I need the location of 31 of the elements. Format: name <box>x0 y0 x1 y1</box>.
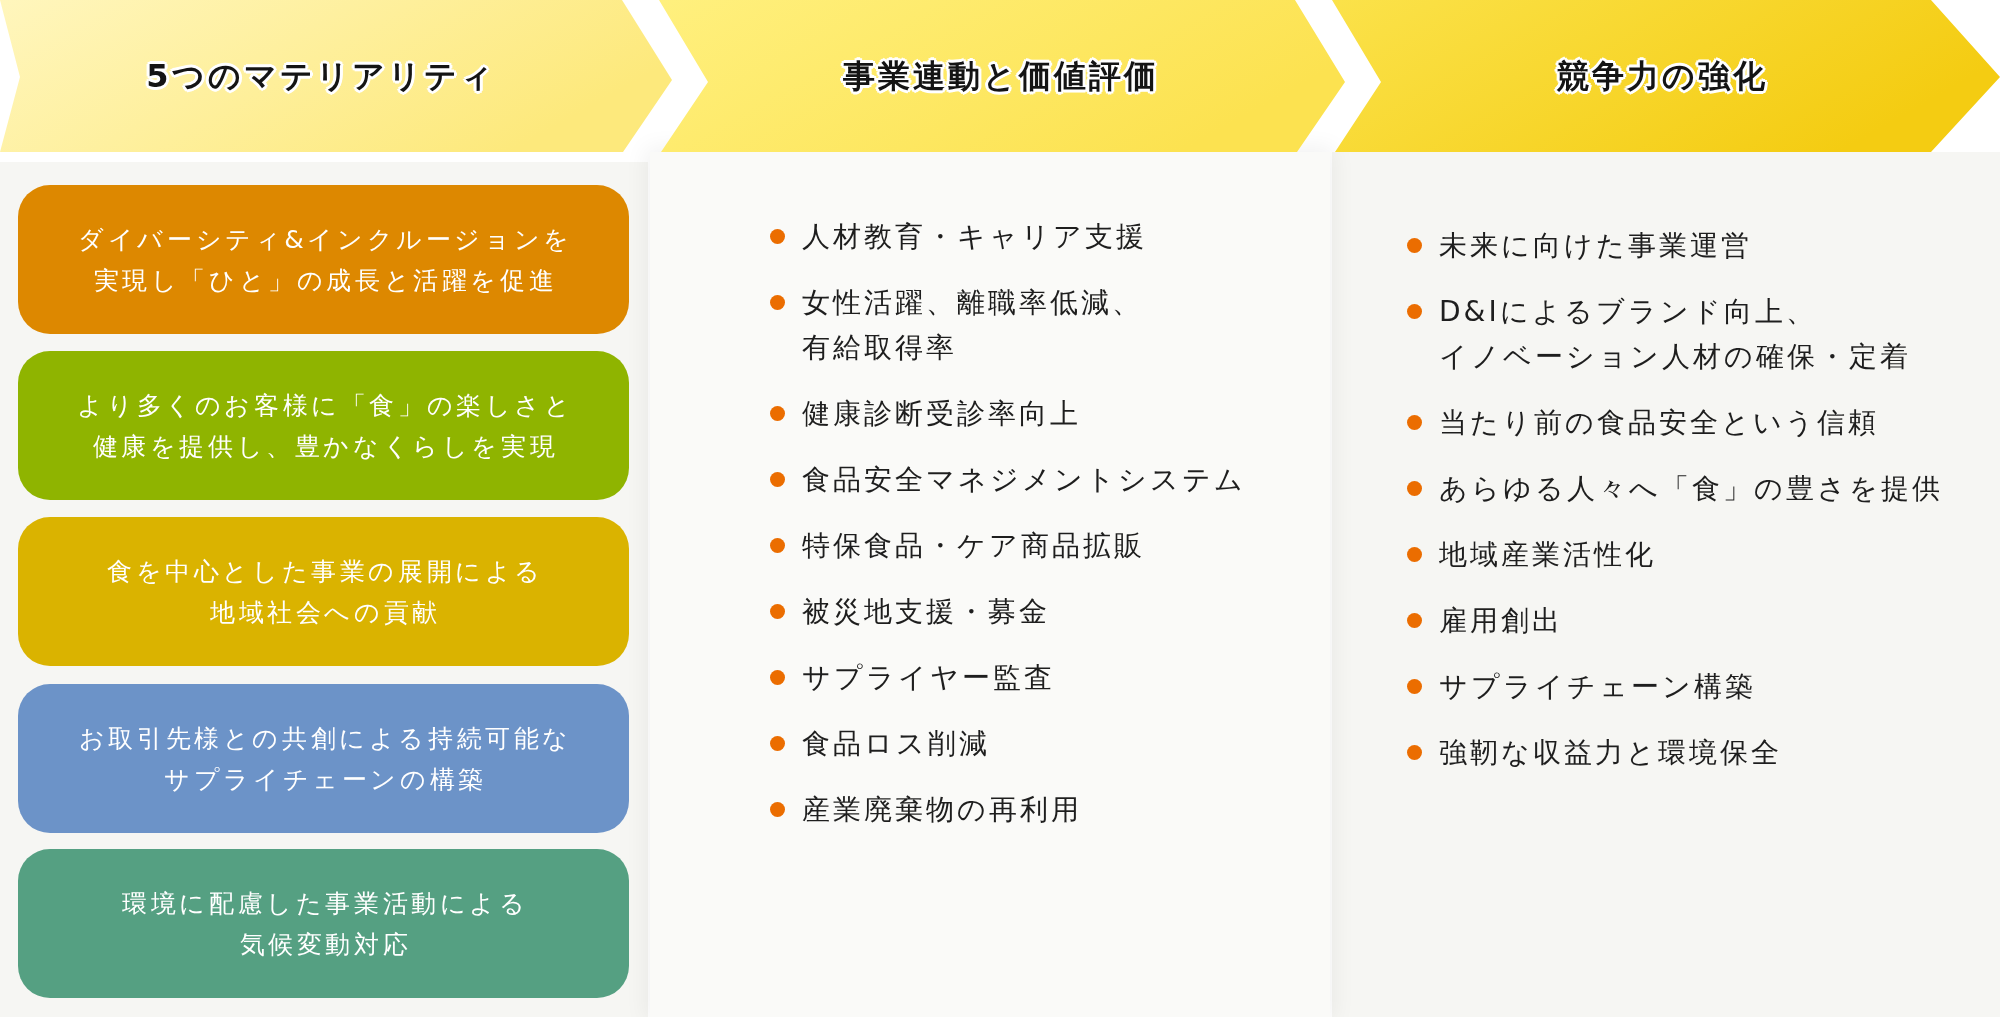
list-item: サプライヤー監査 <box>802 659 1055 696</box>
banner-title: 5つのマテリアリティ <box>146 56 496 96</box>
list-item: 産業廃棄物の再利用 <box>802 791 1082 828</box>
chevron-banner <box>659 0 1345 152</box>
list-item: 地域産業活性化 <box>1439 536 1656 573</box>
list-item: 女性活躍、離職率低減、有給取得率 <box>802 284 1143 366</box>
list-item: 当たり前の食品安全という信頼 <box>1439 404 1879 441</box>
list-item: 健康診断受診率向上 <box>802 395 1081 432</box>
materiality-box: より多くのお客様に「食」の楽しさと健康を提供し、豊かなくらしを実現 <box>18 351 629 500</box>
materiality-box: 食を中心とした事業の展開による地域社会への貢献 <box>18 517 629 666</box>
materiality-box: 環境に配慮した事業活動による気候変動対応 <box>18 849 629 998</box>
list-item: あらゆる人々へ「食」の豊さを提供 <box>1439 470 1943 507</box>
list-item: 特保食品・ケア商品拡販 <box>802 527 1145 564</box>
materiality-box: お取引先様との共創による持続可能なサプライチェーンの構築 <box>18 684 629 833</box>
list-item: 強靭な収益力と環境保全 <box>1439 734 1782 771</box>
list-item: 雇用創出 <box>1439 602 1563 639</box>
materiality-box: ダイバーシティ&インクルージョンを実現し「ひと」の成長と活躍を促進 <box>18 185 629 334</box>
list-item: 人材教育・キャリア支援 <box>802 218 1147 255</box>
banner-title: 事業連動と価値評価 <box>843 56 1159 96</box>
column-panel <box>1332 152 2000 1017</box>
chevron-banner <box>0 0 672 152</box>
list-item: 食品安全マネジメントシステム <box>802 461 1246 498</box>
column-panel <box>650 152 1330 1017</box>
list-item: 未来に向けた事業運営 <box>1439 227 1752 264</box>
chevron-banner <box>1332 0 2000 152</box>
list-item: D&Iによるブランド向上、イノベーション人材の確保・定着 <box>1439 293 1911 375</box>
banner-title: 競争力の強化 <box>1556 56 1768 96</box>
list-item: 食品ロス削減 <box>802 725 990 762</box>
list-item: 被災地支援・募金 <box>802 593 1050 630</box>
column-panel <box>0 162 648 1017</box>
list-item: サプライチェーン構築 <box>1439 668 1756 705</box>
